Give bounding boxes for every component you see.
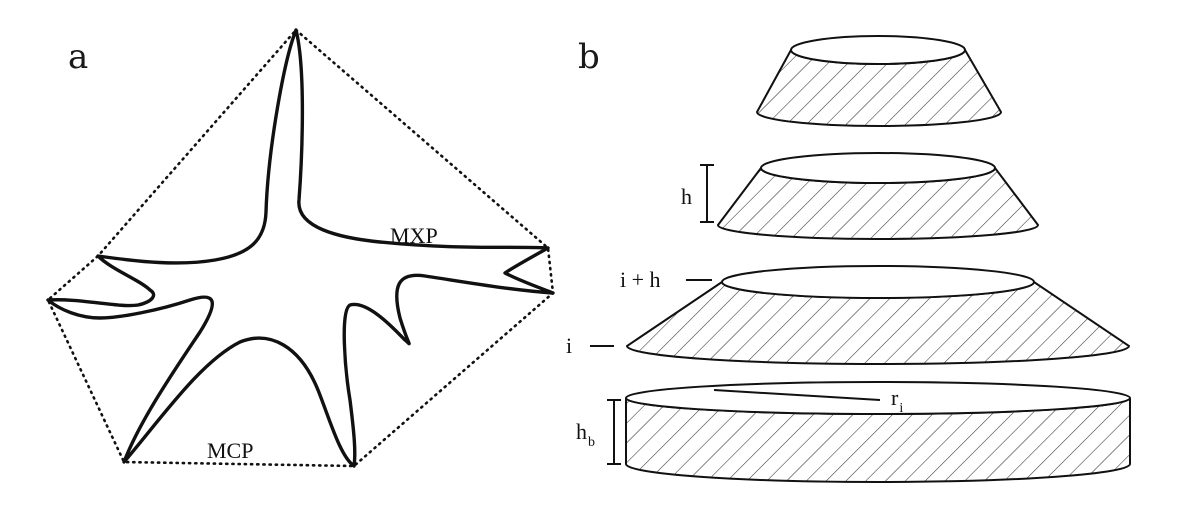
frustum-third <box>625 265 1131 365</box>
mcp-label: MCP <box>207 438 253 463</box>
panel-a-letter: a <box>68 37 88 77</box>
mxp-label: MXP <box>390 223 438 248</box>
radius-line <box>713 389 881 401</box>
star-shaped-cell-outline <box>46 28 555 468</box>
height-bracket <box>700 164 714 223</box>
panel-b: b h i + h i ri <box>566 35 1131 483</box>
panel-a: a MXP MCP <box>46 28 555 468</box>
frustum-second <box>716 152 1040 240</box>
convex-hull-outline <box>46 28 555 468</box>
base-height-label: hb <box>576 419 595 450</box>
upper-index-label: i + h <box>620 267 661 292</box>
panel-b-letter: b <box>578 37 600 77</box>
radius-label: ri <box>891 385 903 416</box>
base-height-bracket <box>607 399 621 465</box>
height-label: h <box>681 184 692 209</box>
lower-index-label: i <box>566 333 572 358</box>
frustum-top <box>755 35 1003 127</box>
base-cylinder <box>625 381 1131 483</box>
